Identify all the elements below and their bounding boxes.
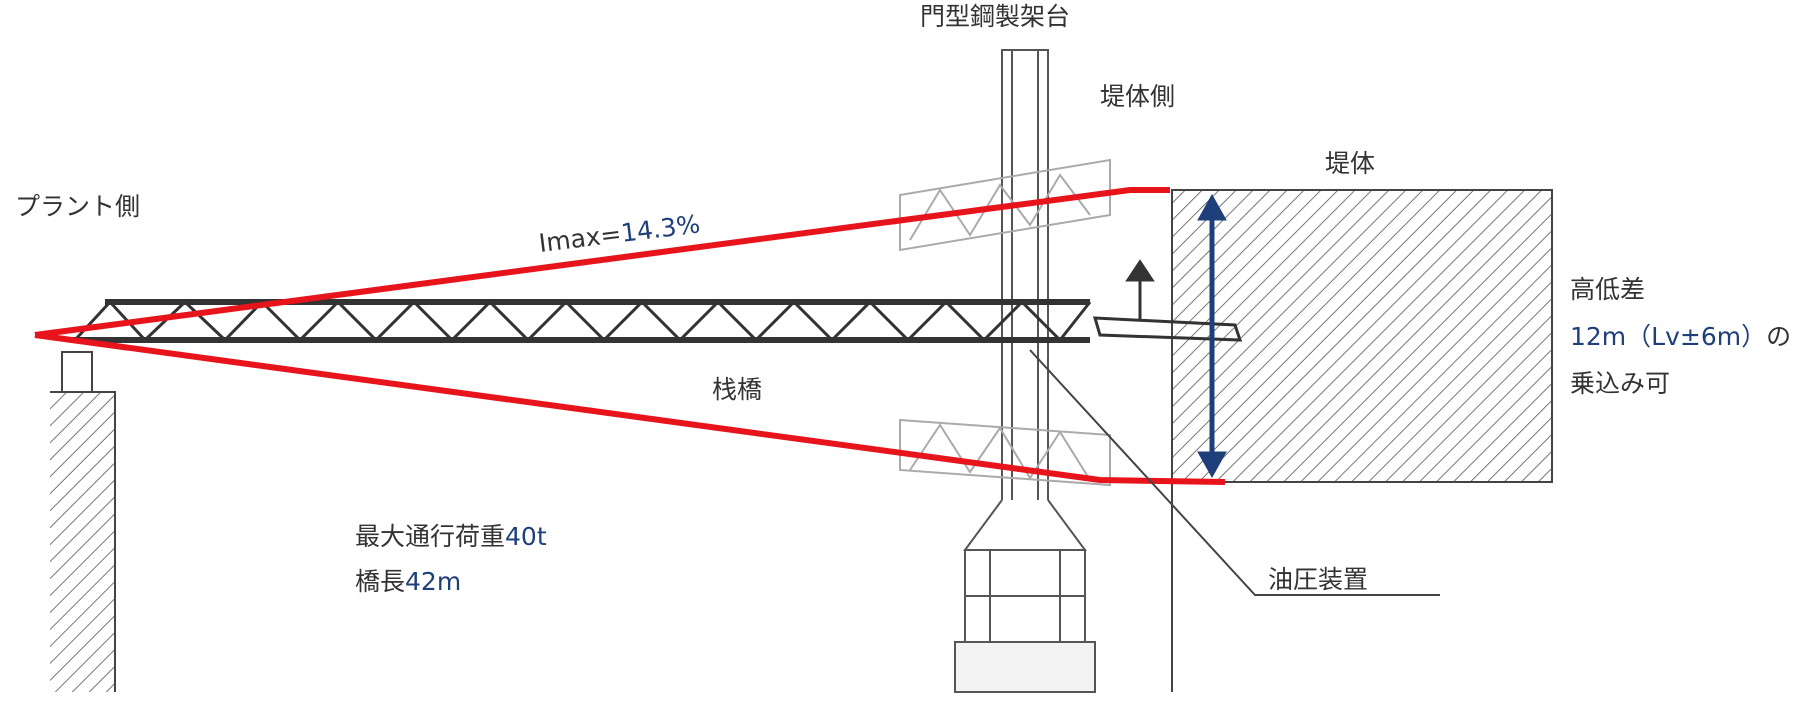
height-diff-value: 12m（Lv±6m）の: [1570, 322, 1791, 351]
hydraulic-label: 油圧装置: [1268, 565, 1368, 594]
boarding-platform: [1092, 259, 1243, 342]
embankment-label: 堤体: [1325, 149, 1375, 178]
height-diff-title: 高低差: [1570, 275, 1645, 304]
embankment-side-label: 堤体側: [1100, 82, 1175, 111]
lower-range-line: [34, 332, 1226, 485]
upper-range-line: [34, 187, 1170, 338]
hydraulic-leader-line: [1029, 349, 1440, 596]
portal-frame-label: 門型鋼製架台: [920, 2, 1070, 31]
range-lines: [34, 187, 1226, 485]
bridge-label: 栈橋: [712, 375, 762, 404]
portal-frame-tower: [954, 49, 1096, 693]
plant-side-label: プラント側: [15, 192, 140, 221]
height-arrow: [1197, 193, 1227, 479]
boarding-label: 乗込み可: [1570, 369, 1670, 398]
max-load-label: 最大通行荷重40t: [355, 522, 547, 551]
bridge-length-label: 橋長42m: [355, 567, 461, 596]
left-abutment: [50, 351, 116, 692]
ghost-truss-upper: [899, 158, 1111, 252]
embankment-block: [1171, 189, 1553, 692]
